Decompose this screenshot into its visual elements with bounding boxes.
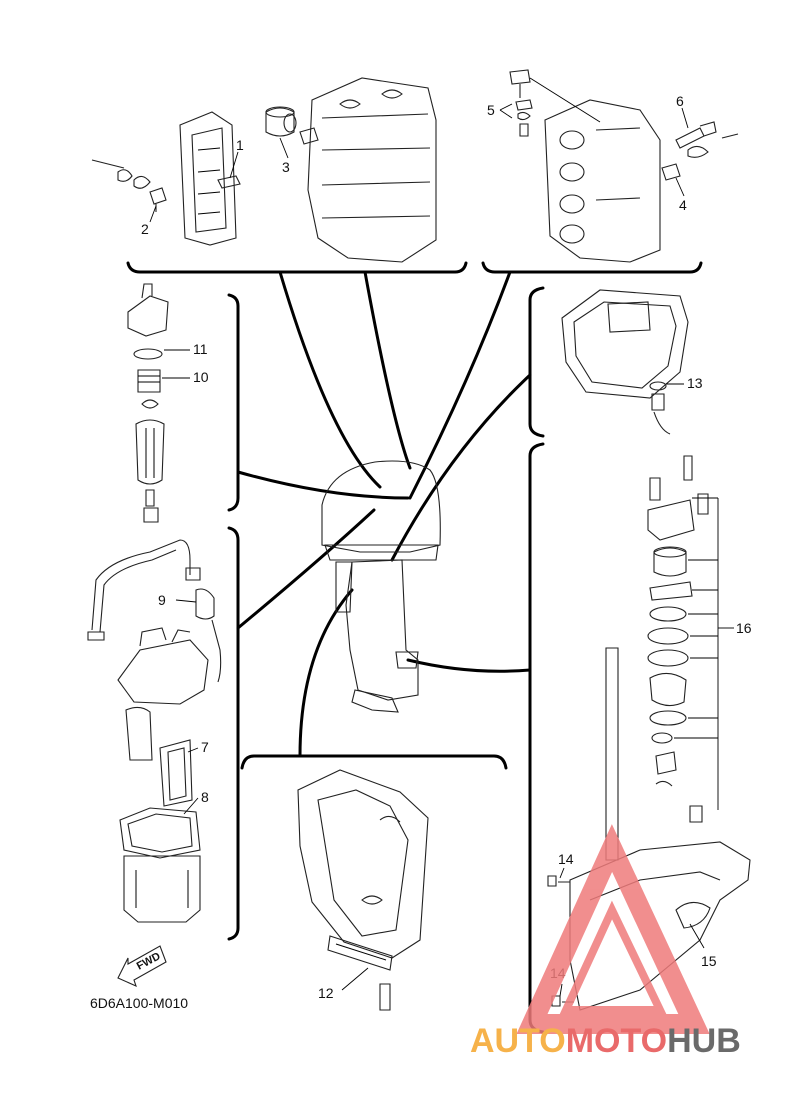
- callout-5: 5: [487, 102, 495, 118]
- callout-3: 3: [282, 159, 290, 175]
- callout-14-upper: 14: [558, 851, 574, 867]
- fwd-arrow: FWD: [117, 945, 167, 988]
- drawing-code: 6D6A100-M010: [90, 995, 188, 1011]
- fwd-label: FWD: [135, 950, 163, 972]
- callout-13: 13: [687, 375, 703, 391]
- callout-15: 15: [701, 953, 717, 969]
- cylinder-block-group: 1 2 3: [91, 77, 437, 263]
- watermark-logo: [516, 824, 710, 1034]
- watermark-hub: HUB: [667, 1022, 741, 1060]
- callout-7: 7: [201, 739, 209, 755]
- outboard-motor-outline: [321, 460, 441, 713]
- upper-casing-group: 12: [297, 769, 429, 1011]
- callout-4: 4: [679, 197, 687, 213]
- watermark-text: AUTOMOTOHUB: [470, 1022, 741, 1060]
- callout-6: 6: [676, 93, 684, 109]
- callout-2: 2: [141, 221, 149, 237]
- callout-16: 16: [736, 620, 752, 636]
- connector-lines: [236, 270, 532, 758]
- callout-10: 10: [193, 369, 209, 385]
- cylinder-head-group: 5 6 4: [487, 69, 739, 263]
- callout-12: 12: [318, 985, 334, 1001]
- callout-8: 8: [201, 789, 209, 805]
- watermark-auto: AUTO: [470, 1022, 566, 1060]
- vapor-separator-group: 9 7 8: [87, 539, 222, 923]
- oil-pan-group: 13: [561, 289, 703, 435]
- callout-9: 9: [158, 592, 166, 608]
- callout-11: 11: [193, 341, 208, 357]
- svg-text:AUTOMOTOHUB: AUTOMOTOHUB: [470, 1022, 741, 1060]
- watermark-moto: MOTO: [566, 1022, 667, 1060]
- fuel-filter-group: 11 10: [127, 283, 209, 523]
- callout-1: 1: [236, 137, 244, 153]
